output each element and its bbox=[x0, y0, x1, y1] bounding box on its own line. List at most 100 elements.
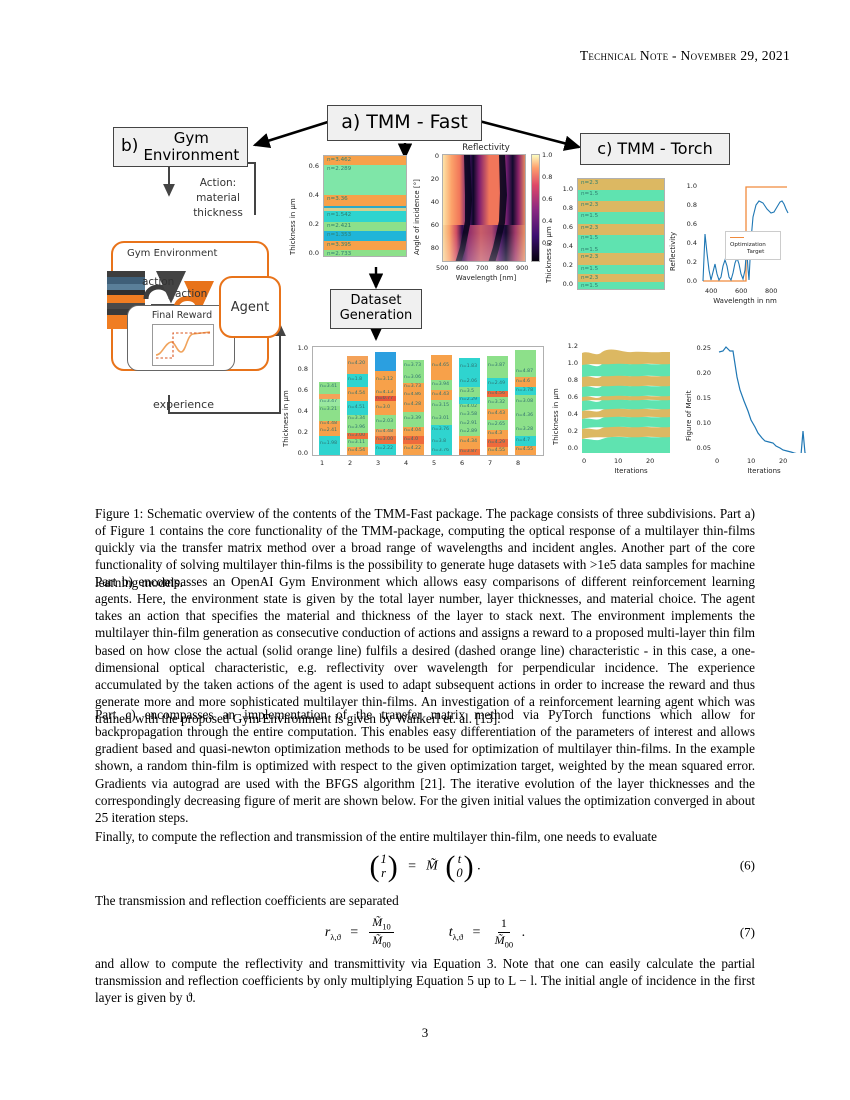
bar-column: n=4.54 n=3.11 n=3.00 n=3.96 n=3.34 n=4.5… bbox=[347, 356, 368, 455]
node-tmm-fast[interactable]: a) TMM - Fast bbox=[327, 105, 482, 141]
eq7-r-subscript: λ,ϑ bbox=[330, 931, 341, 942]
bar-segment-label: n=1.8 bbox=[348, 377, 363, 382]
bar-segment-label: n=2.91 bbox=[460, 421, 477, 426]
bar-segment-label: n=2.06 bbox=[460, 379, 477, 384]
agent-box[interactable]: Agent bbox=[219, 276, 281, 338]
chart-torch-layerstack: Thickness in µm 1.0 0.8 0.6 0.4 0.2 0.0 … bbox=[543, 173, 671, 303]
xtick: 2 bbox=[348, 459, 353, 467]
bar-segment-label: n=2.41 bbox=[320, 428, 337, 433]
experience-label: experience bbox=[153, 398, 214, 411]
bar-segment-label: n=3.34 bbox=[348, 416, 365, 421]
ytick: 0.6 bbox=[686, 220, 697, 228]
paragraph-after-equation-7: and allow to compute the reflectivity an… bbox=[95, 955, 755, 1006]
bar-segment-label: n=3.87 bbox=[488, 363, 505, 368]
ytick: 0 bbox=[434, 152, 439, 160]
ytick: 0.8 bbox=[567, 376, 578, 384]
evolution-bands bbox=[582, 349, 670, 453]
bar-segment-label: n=3.76 bbox=[432, 427, 449, 432]
layer-n-label: n=1.5 bbox=[581, 213, 599, 219]
legend-entry-optimization: Optimization bbox=[730, 235, 776, 249]
eq7-t-num: 1 bbox=[497, 916, 510, 933]
heatmap-image bbox=[443, 155, 525, 261]
caption-text: Figure 1: Schematic overview of the cont… bbox=[95, 506, 755, 590]
bar-segment-label: n=4.55 bbox=[488, 448, 505, 453]
bar-segment-label: n=4.51 bbox=[348, 405, 365, 410]
ytick: 1.0 bbox=[567, 359, 578, 367]
node-tmm-fast-label: a) TMM - Fast bbox=[341, 111, 468, 134]
xtick: 7 bbox=[488, 459, 493, 467]
layer-n-label: n=2.3 bbox=[581, 254, 599, 260]
eq7-t-subscript: λ,ϑ bbox=[452, 931, 464, 942]
bar-segment-label: n=1.98 bbox=[320, 441, 337, 446]
node-gym-environment[interactable]: b) Gym Environment bbox=[113, 127, 248, 167]
layer-n-label: n=1.542 bbox=[327, 212, 352, 218]
node-gym-prefix: b) bbox=[121, 136, 139, 157]
xtick: 700 bbox=[476, 264, 489, 272]
gym-environment-box[interactable]: Gym Environment ... bbox=[107, 241, 269, 371]
bar-segment-label: n=2.29 bbox=[460, 397, 477, 402]
eq7-r-num: M̃ bbox=[372, 915, 383, 929]
bar-segment-label: n=3.0 bbox=[376, 405, 391, 410]
xtick: 800 bbox=[765, 287, 778, 295]
chart-thickness-evolution: Thickness in µm 1.2 1.0 0.8 0.6 0.4 0.2 … bbox=[550, 333, 690, 483]
xtick: 3 bbox=[376, 459, 381, 467]
bar-column: n=3.76 n=3.8 n=3.76 n=3.01 n=3.15 n=4.43… bbox=[431, 355, 452, 455]
action-word-1: action bbox=[142, 276, 175, 288]
bar-segment-label: n=4.43 bbox=[432, 392, 449, 397]
equation-7: rλ,ϑ = M̃10 M̃00 tλ,ϑ = 1 M̃00 . (7) bbox=[95, 915, 755, 951]
torch-stack-plotarea: n=2.3 n=1.5 n=2.3 n=1.5 n=2.3 n=1.5 n=1.… bbox=[577, 178, 665, 290]
bar-segment-label: n=3.58 bbox=[460, 412, 477, 417]
ytick: 0.10 bbox=[696, 419, 711, 427]
bar-column: n=4.55 n=4.7 n=3.28 n=4.36 n=3.08 n=3.78… bbox=[515, 350, 536, 455]
legend-entry-target: Target bbox=[747, 248, 765, 255]
bar-segment-label: n=4.48 bbox=[376, 429, 393, 434]
heatmap-colorbar bbox=[531, 154, 540, 262]
xtick: 900 bbox=[516, 264, 529, 272]
bar-segment-label: n=3.47 bbox=[320, 399, 337, 404]
bar-segment-label: n=2.49 bbox=[488, 381, 505, 386]
layer-n-label: n=1.5 bbox=[581, 191, 599, 197]
layer-n-label: n=3.36 bbox=[327, 196, 348, 202]
node-tmm-torch[interactable]: c) TMM - Torch bbox=[580, 133, 730, 165]
bar-segment-label: n=0.77 bbox=[376, 396, 393, 401]
gym-environment-schematic: Action: material thickness Gym Environme… bbox=[103, 173, 303, 413]
running-head: Technical Note - November 29, 2021 bbox=[579, 48, 790, 63]
ytick: 40 bbox=[430, 198, 439, 206]
bar-segment-label: n=4.7 bbox=[516, 438, 531, 443]
ytick: 0.6 bbox=[297, 386, 308, 394]
layer-n-label: n=2.3 bbox=[581, 202, 599, 208]
evolution-plotarea bbox=[582, 343, 682, 453]
eq7-r-num-sub: 10 bbox=[382, 921, 391, 932]
xtick: 500 bbox=[436, 264, 449, 272]
ytick: 0.2 bbox=[686, 258, 697, 266]
chart-tmm-fast-layerstack: Thickness in µm 0.6 0.4 0.2 0.0 n=3.462 … bbox=[287, 151, 411, 269]
bar-segment-label: n=3.96 bbox=[348, 425, 365, 430]
eq7-period: . bbox=[521, 925, 526, 941]
colorbar-gradient bbox=[532, 155, 539, 261]
bar-segment-label: n=3.15 bbox=[432, 403, 449, 408]
ytick: 0.0 bbox=[567, 444, 578, 452]
ytick: 0.4 bbox=[308, 191, 319, 199]
layer-n-label: n=2.421 bbox=[327, 223, 352, 229]
bar-segment-label: n=3.8 bbox=[432, 439, 447, 444]
eq7-r-den: M̃ bbox=[372, 933, 383, 948]
layer-n-label: n=1.5 bbox=[581, 283, 599, 289]
eq6-rhs-vector: ( t 0 ) bbox=[445, 849, 474, 883]
bar-segment-label: n=3.00 bbox=[348, 433, 365, 438]
ytick: 0.4 bbox=[567, 410, 578, 418]
eq6-rhs-top: t bbox=[457, 852, 462, 866]
fom-xlabel: Iterations bbox=[747, 467, 781, 475]
ytick: 0.05 bbox=[696, 444, 711, 452]
bar-segment-label: n=4.54 bbox=[348, 391, 365, 396]
bar-segment-label: n=3.21 bbox=[320, 407, 337, 412]
node-dataset-generation[interactable]: Dataset Generation bbox=[330, 289, 422, 329]
eq7-r-den-sub: 00 bbox=[382, 939, 391, 950]
intro-eq7-text: The transmission and reflection coeffici… bbox=[95, 893, 399, 908]
bar-segment-label: n=3.41 bbox=[320, 384, 337, 389]
final-reward-box[interactable]: Final Reward bbox=[127, 305, 235, 371]
ytick: 80 bbox=[430, 244, 439, 252]
ytick: 0.20 bbox=[696, 369, 711, 377]
layer-n-label: n=1.353 bbox=[327, 232, 352, 238]
xtick: 600 bbox=[456, 264, 469, 272]
